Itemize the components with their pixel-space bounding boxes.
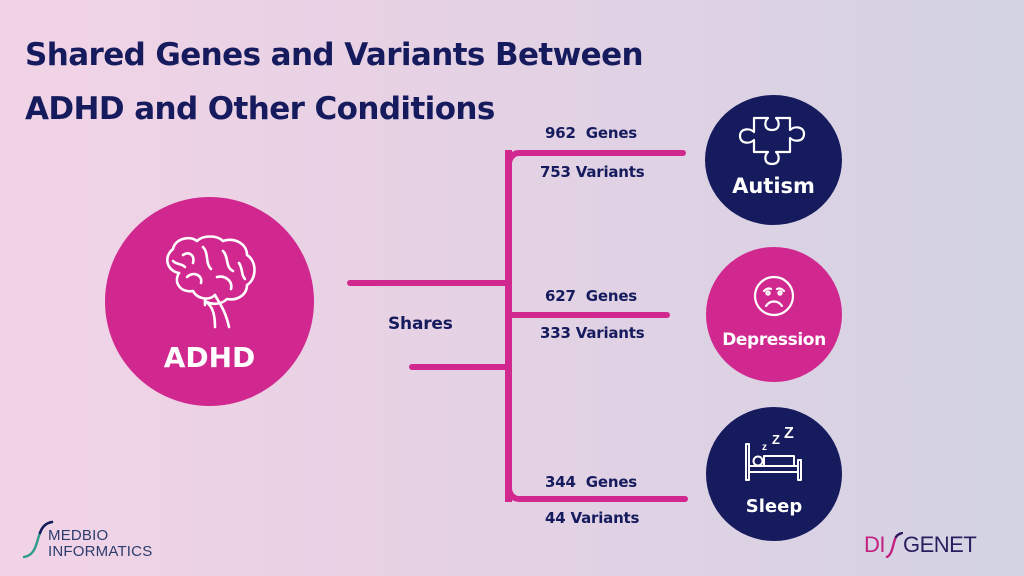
title-line-2: ADHD and Other Conditions xyxy=(25,91,495,127)
connector-left-top xyxy=(347,280,510,286)
sleeping-bed-icon: z Z Z xyxy=(742,425,806,490)
connector-top-corner xyxy=(505,150,527,172)
branch-depression xyxy=(505,312,670,318)
disgenet-part-1: DI xyxy=(864,532,886,557)
svg-text:z: z xyxy=(762,442,767,453)
title-line-1: Shared Genes and Variants Between xyxy=(25,37,644,73)
svg-text:Z: Z xyxy=(772,432,780,447)
branch-autism xyxy=(520,150,686,156)
sleep-circle: z Z Z Sleep xyxy=(706,407,842,541)
shares-label: Shares xyxy=(388,314,453,334)
depression-genes-count: 627 Genes xyxy=(545,287,638,305)
connector-trunk xyxy=(505,150,512,502)
depression-variants-count: 333 Variants xyxy=(540,324,645,342)
adhd-label: ADHD xyxy=(163,341,256,374)
depression-label: Depression xyxy=(722,329,826,350)
disgenet-s-swoosh-icon xyxy=(885,532,903,558)
autism-circle: Autism xyxy=(705,95,842,225)
medbio-informatics-logo: MEDBIO INFORMATICS xyxy=(22,519,192,560)
brain-icon xyxy=(159,233,261,333)
branch-sleep xyxy=(520,496,688,502)
adhd-circle: ADHD xyxy=(105,197,314,406)
sleep-label: Sleep xyxy=(745,495,803,517)
medbio-swoosh-icon xyxy=(22,520,54,559)
medbio-line-1: MEDBIO xyxy=(48,527,109,544)
connector-left-bottom xyxy=(409,364,510,370)
autism-variants-count: 753 Variants xyxy=(540,163,645,181)
puzzle-piece-icon xyxy=(734,116,814,172)
sleep-genes-count: 344 Genes xyxy=(545,473,638,491)
page-title: Shared Genes and Variants Between ADHD a… xyxy=(25,28,644,136)
autism-genes-count: 962 Genes xyxy=(545,124,638,142)
svg-text:Z: Z xyxy=(784,426,794,442)
sad-face-icon xyxy=(752,274,796,322)
autism-label: Autism xyxy=(732,174,815,198)
depression-circle: Depression xyxy=(706,247,842,382)
medbio-line-2: INFORMATICS xyxy=(48,543,153,560)
sleep-variants-count: 44 Variants xyxy=(545,509,640,527)
disgenet-part-2: GENET xyxy=(903,532,977,557)
disgenet-logo: DI GENET xyxy=(864,532,977,558)
connector-bottom-corner xyxy=(505,480,527,502)
